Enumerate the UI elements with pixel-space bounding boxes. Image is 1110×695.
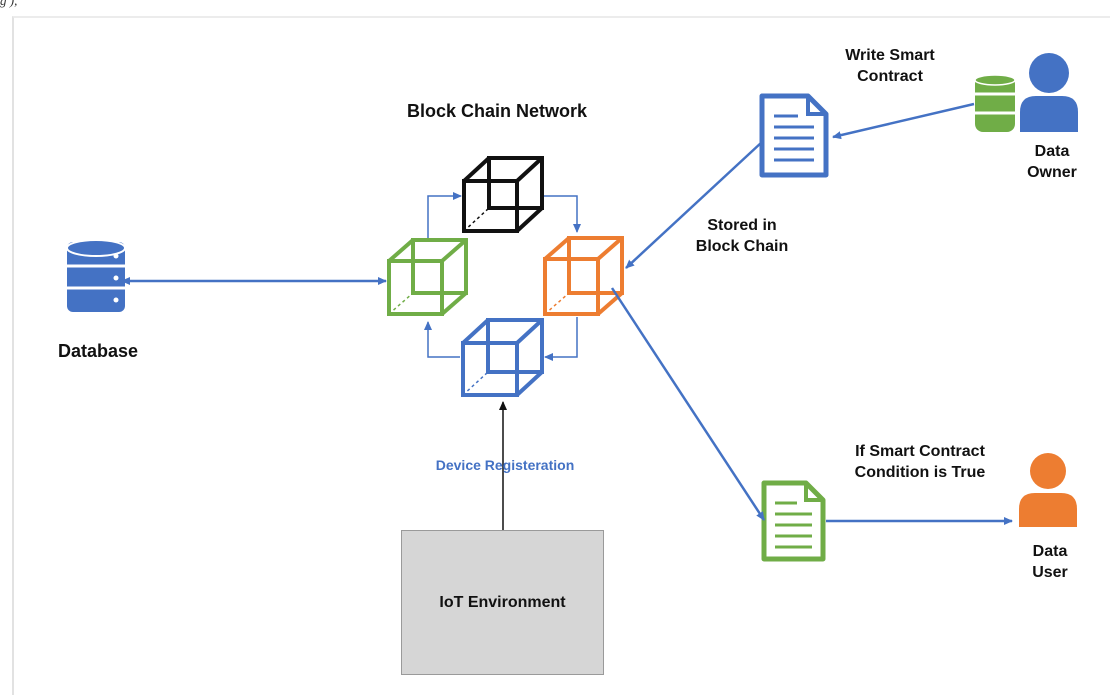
iot-environment-box: IoT Environment bbox=[401, 530, 604, 675]
page-frame bbox=[12, 16, 1110, 695]
cube-blue-icon bbox=[461, 318, 544, 397]
cube-orange-icon bbox=[543, 236, 624, 316]
caption-fragment: g ), bbox=[0, 0, 18, 8]
data-user-label: Data User bbox=[1032, 543, 1068, 581]
cube-green-icon bbox=[387, 238, 468, 316]
iot-environment-label: IoT Environment bbox=[439, 593, 566, 611]
database-label: Database bbox=[57, 341, 139, 361]
condition-label: If Smart Contract Condition is True bbox=[854, 443, 986, 481]
data-owner-person-icon bbox=[1020, 53, 1078, 132]
document-green-icon bbox=[761, 480, 826, 562]
stored-label: Stored in Block Chain bbox=[695, 217, 789, 255]
network-title: Block Chain Network bbox=[406, 101, 588, 121]
write-contract-label: Write Smart Contract bbox=[845, 47, 935, 85]
document-blue-icon bbox=[759, 93, 829, 178]
data-owner-label: Data Owner bbox=[1027, 143, 1077, 181]
write-contract-arrow bbox=[832, 102, 975, 140]
cube-black-icon bbox=[462, 156, 544, 233]
owner-database-icon bbox=[974, 74, 1016, 132]
database-icon bbox=[66, 239, 126, 312]
stored-arrow bbox=[625, 141, 763, 269]
condition-arrow bbox=[610, 287, 766, 521]
data-user-person-icon bbox=[1019, 453, 1077, 527]
device-registration-label: Device Registeration bbox=[435, 457, 575, 473]
network-cycle-arrows bbox=[424, 192, 581, 361]
